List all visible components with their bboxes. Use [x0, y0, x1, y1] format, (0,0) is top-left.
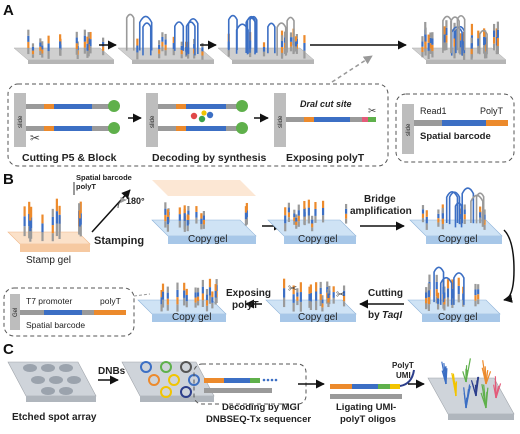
a4strands-strands [421, 14, 499, 60]
rotation-label: 180° [126, 196, 145, 206]
t7-promoter-label: T7 promoter [26, 296, 72, 306]
slide-label-1: slide [18, 115, 24, 128]
final-array [427, 358, 515, 420]
decoding-label-2: DNBSEQ-Tx sequencer [206, 414, 311, 425]
b3strands-strands [421, 187, 486, 230]
panel-a-slide-4 [411, 14, 507, 64]
etched-array [7, 361, 97, 402]
etched-label: Etched spot array [12, 412, 97, 423]
a2strands-strands [125, 13, 204, 60]
b4strands-strands [424, 266, 480, 311]
copy-gel-3 [409, 187, 503, 244]
panel-b-construct: Gel [10, 294, 126, 330]
slide-label-3: slide [278, 115, 284, 128]
spatial-barcode-label: Spatial barcode [420, 131, 491, 142]
copy-gel-5 [265, 278, 357, 322]
copy-gel-6 [137, 278, 227, 322]
panel-a-result-box [395, 93, 515, 163]
b2strands-strands [284, 199, 348, 232]
panel-a-label: A [3, 2, 14, 19]
stamp-gel [7, 198, 91, 252]
slide-label-4: slide [406, 123, 412, 136]
ligating-label-2: polyT oligos [340, 414, 396, 425]
a1strands-strands [27, 29, 105, 60]
arrow-a-dashed [331, 55, 373, 83]
step-expose-label: Exposing polyT [286, 152, 365, 164]
panel-c-label: C [3, 341, 14, 358]
panel-a-slide-1 [13, 29, 115, 64]
exposing-label-2: polyT [232, 300, 259, 311]
legend-spatial-barcode: Spatial barcode [76, 173, 132, 182]
bridge-label-1: Bridge [364, 194, 396, 205]
stampstrands-strands [23, 198, 82, 242]
gel-label: Gel [13, 308, 19, 317]
dnbs-label: DNBs [98, 366, 126, 377]
a3strands-strands [227, 14, 306, 59]
panel-b-construct-box [3, 287, 135, 337]
step-decode-label: Decoding by synthesis [152, 152, 267, 164]
polyt-label-c: PolyT [392, 361, 414, 370]
final-array-tufts [441, 358, 502, 409]
polyt-label: PolyT [480, 106, 504, 116]
decoding-label-1: Decoding by MGI [222, 402, 300, 413]
panel-c-construct-2 [330, 369, 415, 399]
ligating-label-1: Ligating UMI- [336, 402, 396, 413]
arrow-stamping [91, 189, 131, 233]
taqi-label: TaqI [382, 310, 402, 321]
dral-cut-site-label: DraI cut site [300, 99, 352, 109]
copy-gel-label-4: Copy gel [438, 312, 477, 323]
panel-a-slide-2 [117, 13, 215, 64]
stamp-gel-label: Stamp gel [26, 255, 71, 266]
copy-gel-label-2: Copy gel [298, 234, 337, 245]
bridge-label-2: amplification [350, 206, 412, 217]
slide-label-2: slide [150, 115, 156, 128]
panel-a-process-box [7, 83, 389, 167]
arrow-b-turn [503, 229, 515, 303]
scissors-icon: ✂ [288, 283, 297, 295]
step-cut-label: Cutting P5 & Block [22, 152, 117, 164]
cutting-label-by: by [368, 310, 380, 321]
copy-gel-2 [267, 199, 357, 244]
copy-gel-label-6: Copy gel [172, 312, 211, 323]
stamping-overlay [151, 180, 257, 244]
umi-label-c: UMI [396, 371, 411, 380]
cut-diagram: slide ✂ [14, 93, 120, 147]
cutting-label-1: Cutting [368, 288, 403, 299]
panel-b-label: B [3, 171, 14, 188]
b5strands-strands [283, 278, 346, 312]
b6strands-strands [160, 278, 218, 312]
polyt-label-b: polyT [100, 296, 121, 306]
panel-a-slide-3 [217, 14, 315, 64]
scissors-icon: ✂ [336, 289, 345, 301]
legend-polyt: polyT [76, 182, 96, 191]
dnb-array [121, 361, 215, 402]
copy-gel-label-1: Copy gel [188, 234, 227, 245]
scissors-icon: ✂ [368, 106, 376, 117]
copy-gel-label-5: Copy gel [298, 312, 337, 323]
final-construct: slide [402, 104, 508, 154]
panel-c-construct-1 [204, 378, 278, 393]
decode-diagram: slide [146, 93, 248, 147]
expose-diagram: slide ✂ [274, 93, 376, 147]
exposing-label-1: Exposing [226, 288, 271, 299]
stamping-label: Stamping [94, 235, 144, 247]
spatial-barcode-label-b: Spatial barcode [26, 320, 85, 330]
copy-gel-4 [407, 266, 501, 322]
copy-gel-label-3: Copy gel [438, 234, 477, 245]
b1strands-strands [164, 202, 248, 232]
read1-label: Read1 [420, 106, 447, 116]
scissors-icon: ✂ [30, 131, 40, 145]
